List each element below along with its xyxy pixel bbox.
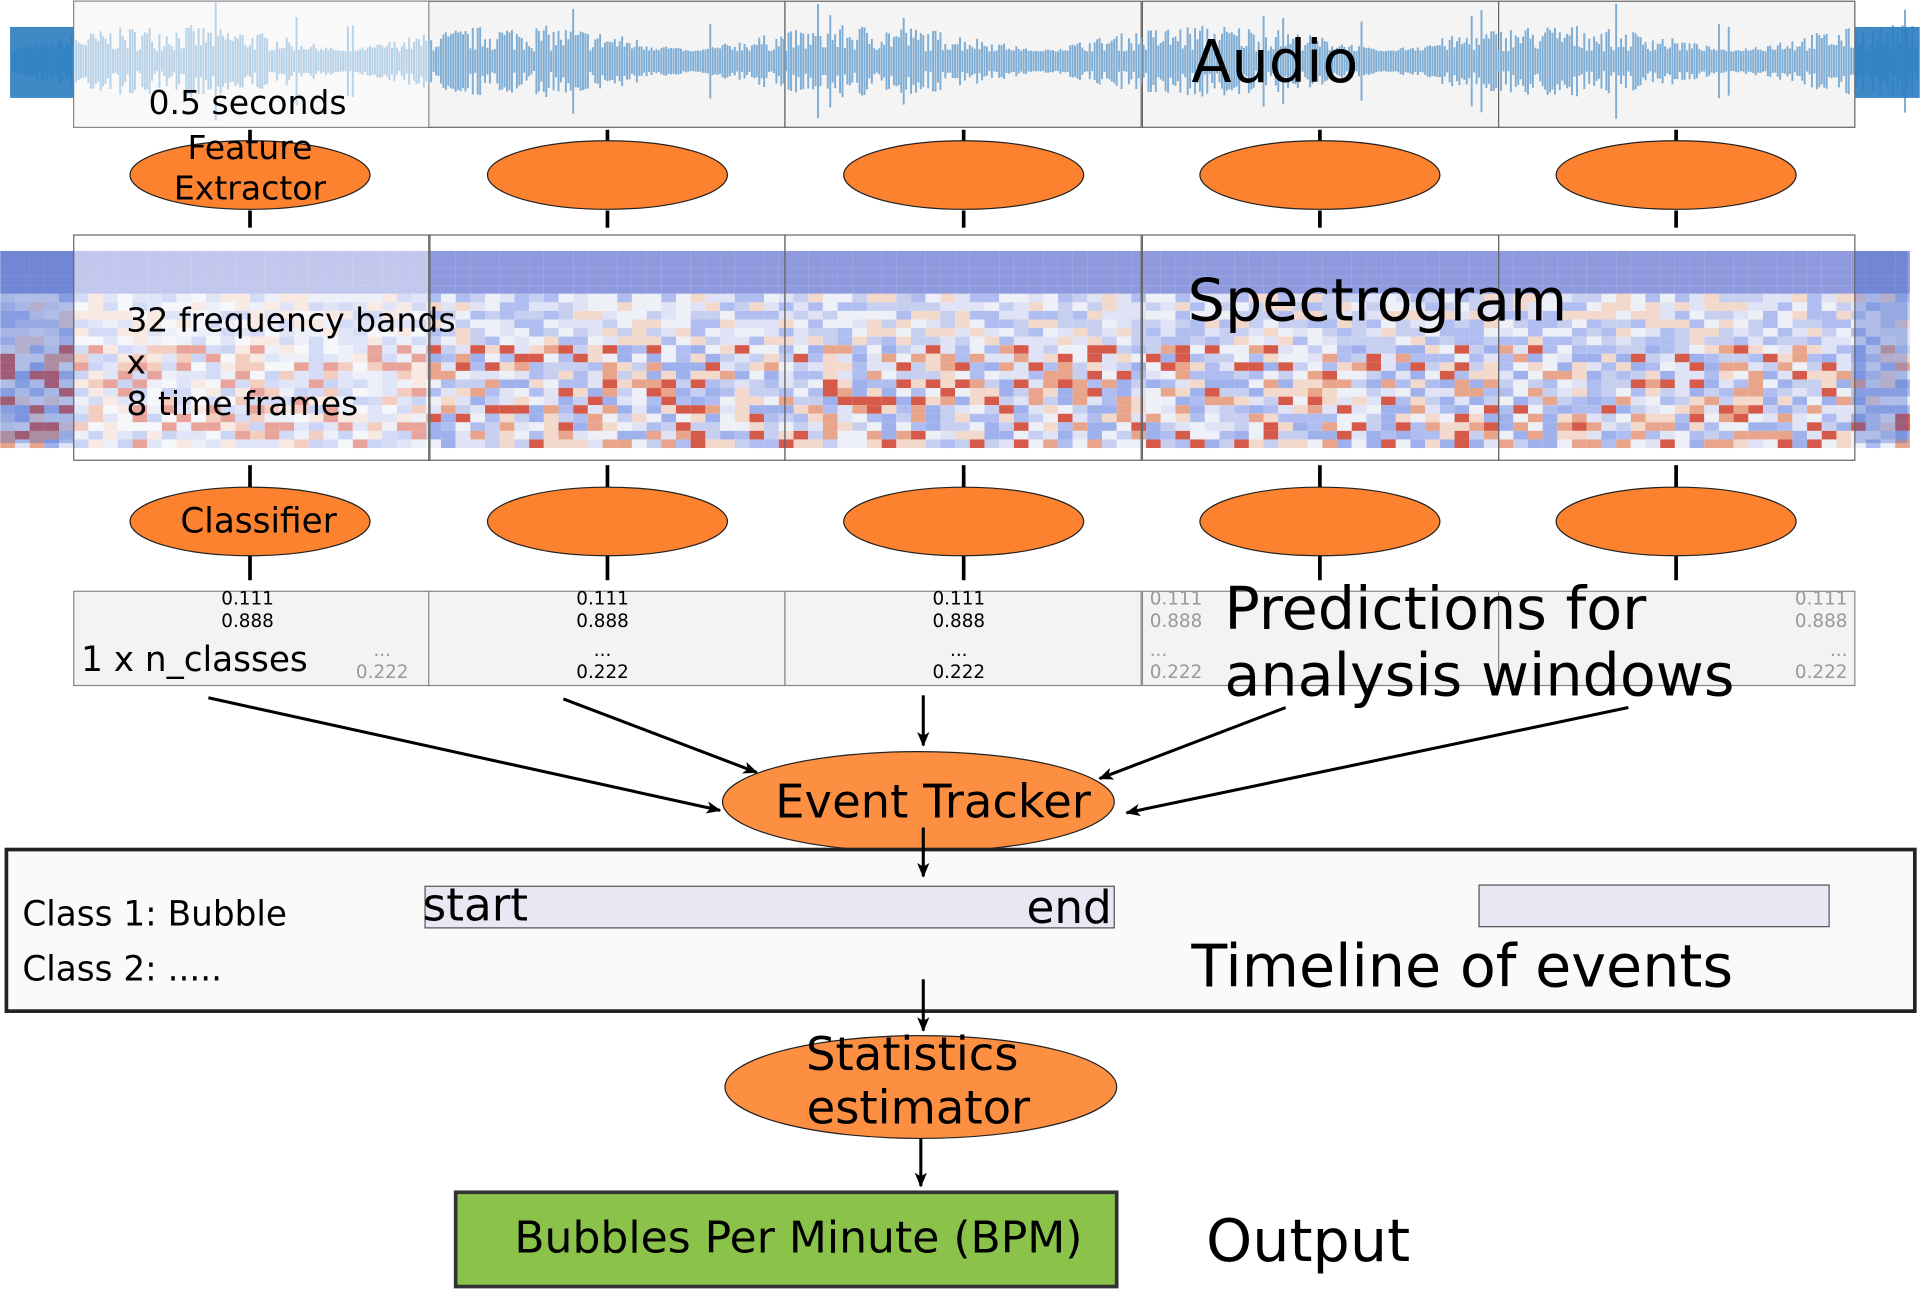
- spectrogram-window-1: [73, 234, 431, 461]
- prediction-value: 0.111: [1150, 589, 1203, 610]
- prediction-value: 0.888: [1795, 611, 1848, 632]
- class-1-label: Class 1: Bubble: [22, 894, 287, 934]
- classifier-node-2: [486, 486, 729, 557]
- spectrogram-dims-1: 32 frequency bands: [126, 301, 455, 340]
- classifier-row: [129, 465, 1797, 581]
- spectrogram-dims-2: x: [126, 342, 146, 381]
- prediction-value: ...: [950, 640, 968, 661]
- prediction-value: ...: [594, 640, 612, 661]
- prediction-window-2: [428, 590, 786, 687]
- spectrogram-window-5: [1498, 234, 1856, 461]
- event-end-label: end: [1026, 881, 1111, 934]
- timeline-label: Timeline of events: [1190, 932, 1733, 1001]
- spectrogram-label: Spectrogram: [1188, 266, 1568, 335]
- classifier-node-4: [1199, 486, 1441, 557]
- spectrogram-image: [0, 250, 1910, 449]
- feature-extractor-node-5: [1555, 140, 1797, 210]
- predictions-row: 0.1110.888...0.2220.1110.888...0.2220.11…: [73, 589, 1856, 687]
- spectrogram-window-3: [784, 234, 1142, 461]
- event-bar-2: [1478, 884, 1830, 928]
- output-label: Output: [1206, 1206, 1410, 1275]
- predictions-label-1: Predictions for: [1224, 574, 1647, 643]
- arrows-to-tracker: [208, 695, 1629, 817]
- waveform: [10, 1, 1920, 128]
- prediction-value: 0.888: [932, 611, 985, 632]
- statistics-label-1: Statistics: [806, 1027, 1019, 1081]
- prediction-value: 0.888: [1150, 611, 1203, 632]
- prediction-value: ...: [1150, 640, 1168, 661]
- prediction-window-4: [1141, 590, 1500, 687]
- output-result: Bubbles Per Minute (BPM): [514, 1212, 1082, 1263]
- feature-extractor-node-1: [129, 140, 371, 210]
- prediction-value: ...: [1830, 640, 1848, 661]
- statistics-label-2: estimator: [807, 1081, 1031, 1135]
- window-duration-label: 0.5 seconds: [148, 83, 346, 122]
- event-start-label: start: [423, 879, 528, 932]
- predictions-label-2: analysis windows: [1224, 640, 1734, 709]
- prediction-value: 0.222: [932, 662, 985, 683]
- waveform-edge-left: [10, 26, 74, 98]
- prediction-value: 0.111: [576, 589, 629, 610]
- feature-extractor-node-2: [486, 140, 729, 210]
- timeline-panel: [4, 847, 1917, 1013]
- spec-edge-right: [1854, 250, 1908, 444]
- classifier-label: Classifier: [180, 501, 337, 541]
- prediction-window-1: [73, 590, 431, 687]
- feature-extractor-node-4: [1199, 140, 1441, 210]
- prediction-shape-label: 1 x n_classes: [81, 640, 308, 680]
- feature-extractor-node-3: [843, 140, 1085, 210]
- classifier-node-5: [1555, 486, 1797, 557]
- prediction-value: 0.111: [221, 589, 274, 610]
- spec-edge-left: [0, 250, 74, 444]
- feature-extractor-label-1: Feature: [188, 128, 313, 167]
- classifier-node-1: [129, 486, 371, 557]
- prediction-value: 0.222: [356, 662, 409, 683]
- feature-extractor-label-2: Extractor: [174, 169, 327, 208]
- classifier-node-3: [843, 486, 1085, 557]
- highlighted-window: [73, 1, 429, 128]
- prediction-value: 0.222: [1795, 662, 1848, 683]
- event-bar-1: [424, 885, 1115, 929]
- prediction-window-5: [1498, 590, 1856, 687]
- spectrogram-dims-3: 8 time frames: [126, 384, 358, 423]
- prediction-value: 0.888: [576, 611, 629, 632]
- output-box: [453, 1190, 1119, 1289]
- prediction-value: 0.111: [1795, 589, 1848, 610]
- prediction-value: ...: [373, 640, 391, 661]
- prediction-value: 0.888: [221, 611, 274, 632]
- event-tracker-label: Event Tracker: [775, 775, 1092, 829]
- prediction-value: 0.222: [576, 662, 629, 683]
- audio-label: Audio: [1191, 27, 1358, 96]
- feature-extractor-row: [129, 129, 1797, 228]
- waveform-edge-right: [1854, 26, 1920, 98]
- prediction-value: 0.111: [932, 589, 985, 610]
- prediction-window-3: [784, 590, 1142, 687]
- audio-row: 0.5 seconds Audio: [10, 0, 1920, 128]
- prediction-value: 0.222: [1150, 662, 1203, 683]
- class-2-label: Class 2: .....: [22, 950, 222, 990]
